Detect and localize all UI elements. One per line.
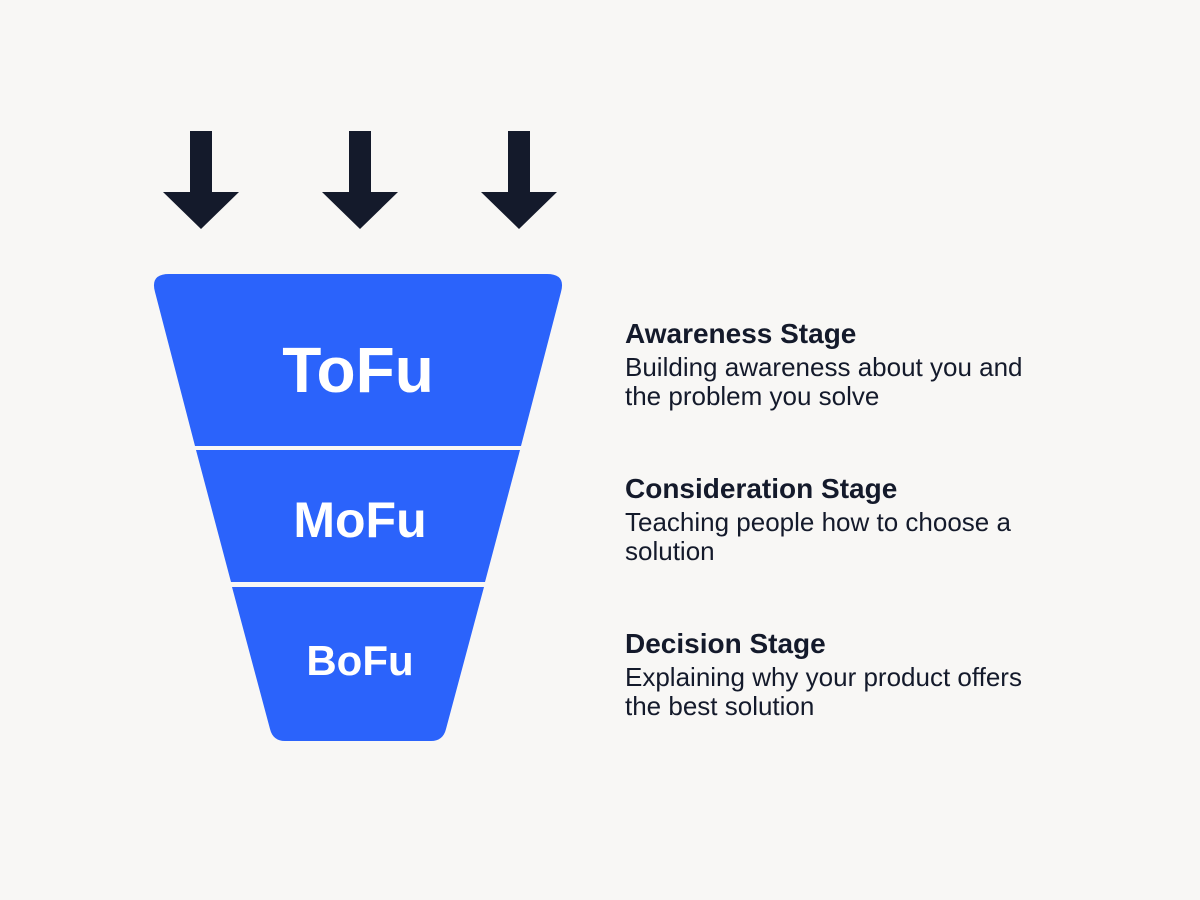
stage-description: Teaching people how to choose a solution [625, 507, 1011, 566]
bofu-label: BoFu [306, 637, 413, 684]
funnel-tier-bottom [232, 587, 484, 741]
arrow-group [163, 131, 557, 229]
stage-title: Decision Stage [625, 628, 826, 659]
funnel-tier-top [153, 274, 563, 446]
stage-title: Consideration Stage [625, 473, 898, 504]
stage-description: Building awareness about you and the pro… [625, 352, 1023, 411]
arrow-down-icon [163, 131, 239, 229]
mofu-label: MoFu [293, 492, 426, 548]
tofu-label: ToFu [282, 334, 434, 406]
funnel: ToFu MoFu BoFu [153, 274, 563, 741]
consideration-stage: Consideration Stage Teaching people how … [625, 472, 1165, 566]
arrow-down-icon [322, 131, 398, 229]
funnel-tier-middle [196, 450, 520, 582]
stage-title: Awareness Stage [625, 318, 857, 349]
stage-description: Explaining why your product offers the b… [625, 662, 1022, 721]
arrow-down-icon [481, 131, 557, 229]
decision-stage: Decision Stage Explaining why your produ… [625, 627, 1165, 721]
awareness-stage: Awareness Stage Building awareness about… [625, 317, 1165, 411]
